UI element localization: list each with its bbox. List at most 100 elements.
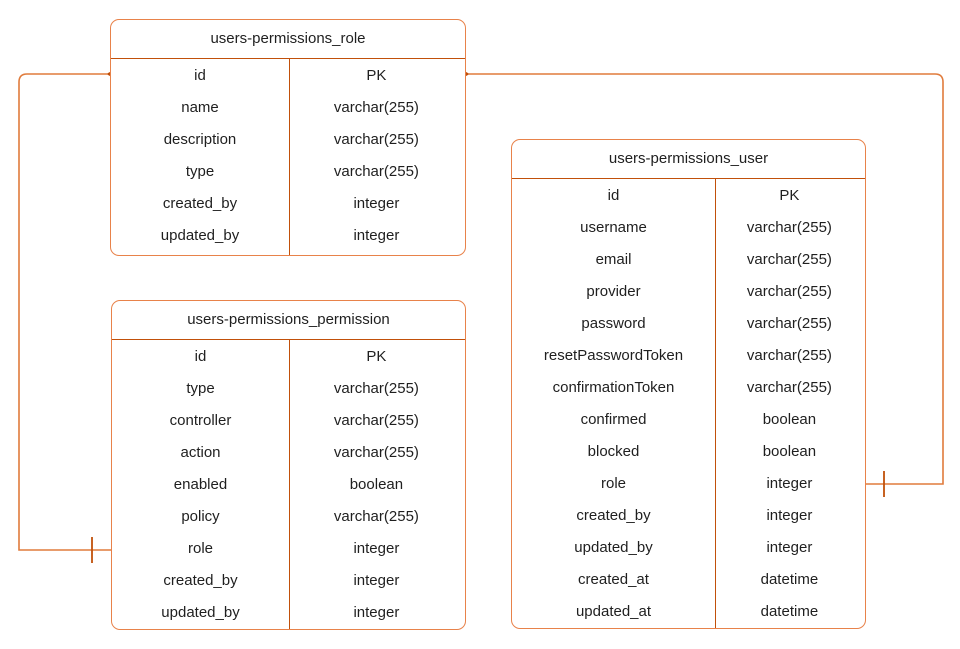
attribute-row[interactable]: policy varchar(255)	[112, 500, 465, 532]
attribute-type: varchar(255)	[746, 250, 832, 268]
attribute-row[interactable]: updated_at datetime	[512, 595, 865, 627]
column-divider-role	[289, 59, 290, 255]
attribute-name: updated_by	[161, 603, 240, 621]
attribute-type: boolean	[349, 475, 404, 493]
attribute-row[interactable]: action varchar(255)	[112, 436, 465, 468]
attribute-type: integer	[353, 571, 400, 589]
attribute-row[interactable]: confirmed boolean	[512, 403, 865, 435]
attribute-type: integer	[353, 194, 400, 212]
attribute-type: varchar(255)	[746, 346, 832, 364]
attribute-name: updated_by	[574, 538, 653, 556]
attribute-name: controller	[169, 411, 232, 429]
attribute-type: integer	[353, 603, 400, 621]
attribute-row[interactable]: provider varchar(255)	[512, 275, 865, 307]
attribute-type: varchar(255)	[333, 162, 419, 180]
attribute-type: varchar(255)	[333, 130, 419, 148]
connector-line	[18, 73, 111, 551]
attribute-row[interactable]: created_by integer	[111, 187, 465, 219]
attribute-row[interactable]: updated_by integer	[512, 531, 865, 563]
attribute-row[interactable]: controller varchar(255)	[112, 404, 465, 436]
column-divider-user	[715, 179, 716, 628]
attribute-type: integer	[766, 538, 813, 556]
attribute-name: password	[581, 314, 646, 332]
attribute-name: role	[187, 539, 213, 557]
attribute-type: varchar(255)	[333, 443, 419, 461]
attribute-name: created_at	[578, 570, 649, 588]
attribute-name: id	[607, 186, 620, 204]
attribute-type: varchar(255)	[746, 314, 832, 332]
attribute-row[interactable]: role integer	[512, 467, 865, 499]
attribute-row[interactable]: enabled boolean	[112, 468, 465, 500]
attribute-row[interactable]: confirmationToken varchar(255)	[512, 371, 865, 403]
attribute-name: provider	[586, 282, 641, 300]
entity-title-permission: users-permissions_permission	[112, 301, 465, 340]
entity-attributes-role: id PK name varchar(255) description varchar(2…	[111, 59, 465, 255]
attribute-row[interactable]: type varchar(255)	[112, 372, 465, 404]
attribute-type: varchar(255)	[333, 507, 419, 525]
attribute-row[interactable]: password varchar(255)	[512, 307, 865, 339]
attribute-name: blocked	[587, 442, 640, 460]
attribute-row[interactable]: created_at datetime	[512, 563, 865, 595]
attribute-name: type	[185, 162, 215, 180]
attribute-type: integer	[353, 226, 400, 244]
attribute-name: username	[580, 218, 647, 236]
attribute-type: varchar(255)	[746, 218, 832, 236]
attribute-name: created_by	[162, 194, 238, 212]
attribute-row[interactable]: created_by integer	[112, 564, 465, 596]
attribute-row[interactable]: description varchar(255)	[111, 123, 465, 155]
attribute-name: confirmed	[580, 410, 647, 428]
attribute-name: email	[595, 250, 632, 268]
attribute-name: action	[180, 443, 221, 461]
column-divider-permission	[289, 340, 290, 629]
attribute-type: integer	[766, 506, 813, 524]
attribute-type: datetime	[760, 602, 819, 620]
attribute-type: varchar(255)	[333, 379, 419, 397]
attribute-row[interactable]: type varchar(255)	[111, 155, 465, 187]
attribute-row[interactable]: role integer	[112, 532, 465, 564]
attribute-name: description	[163, 130, 237, 148]
attribute-name: enabled	[173, 475, 228, 493]
attribute-name: policy	[181, 507, 220, 525]
attribute-name: name	[181, 98, 219, 116]
attribute-row[interactable]: username varchar(255)	[512, 211, 865, 243]
attribute-row[interactable]: email varchar(255)	[512, 243, 865, 275]
attribute-name: updated_at	[575, 602, 652, 620]
entity-title-user: users-permissions_user	[512, 140, 865, 179]
attribute-row[interactable]: updated_by integer	[112, 596, 465, 628]
attribute-type: varchar(255)	[746, 282, 832, 300]
attribute-name: resetPasswordToken	[543, 346, 684, 364]
attribute-type: varchar(255)	[333, 98, 419, 116]
entity-attributes-permission: id PK type varchar(255) controller varchar(25…	[112, 340, 465, 629]
attribute-type: boolean	[762, 442, 817, 460]
attribute-row[interactable]: id PK	[112, 340, 465, 372]
attribute-type: PK	[366, 347, 387, 365]
attribute-type: boolean	[762, 410, 817, 428]
attribute-type: PK	[366, 66, 387, 84]
attribute-type: integer	[766, 474, 813, 492]
entity-title-role: users-permissions_role	[111, 20, 465, 59]
attribute-name: type	[186, 379, 215, 397]
attribute-type: integer	[353, 539, 400, 557]
attribute-type: varchar(255)	[333, 411, 419, 429]
attribute-name: confirmationToken	[552, 378, 675, 396]
attribute-type: datetime	[760, 570, 819, 588]
attribute-row[interactable]: resetPasswordToken varchar(255)	[512, 339, 865, 371]
attribute-name: updated_by	[160, 226, 240, 244]
attribute-row[interactable]: name varchar(255)	[111, 91, 465, 123]
attribute-row[interactable]: updated_by integer	[111, 219, 465, 251]
attribute-name: role	[600, 474, 626, 492]
attribute-row[interactable]: blocked boolean	[512, 435, 865, 467]
attribute-name: id	[194, 66, 206, 84]
attribute-name: id	[194, 347, 207, 365]
attribute-name: created_by	[163, 571, 238, 589]
attribute-row[interactable]: created_by integer	[512, 499, 865, 531]
attribute-type: varchar(255)	[746, 378, 832, 396]
attribute-row[interactable]: id PK	[111, 59, 465, 91]
attribute-name: created_by	[576, 506, 651, 524]
